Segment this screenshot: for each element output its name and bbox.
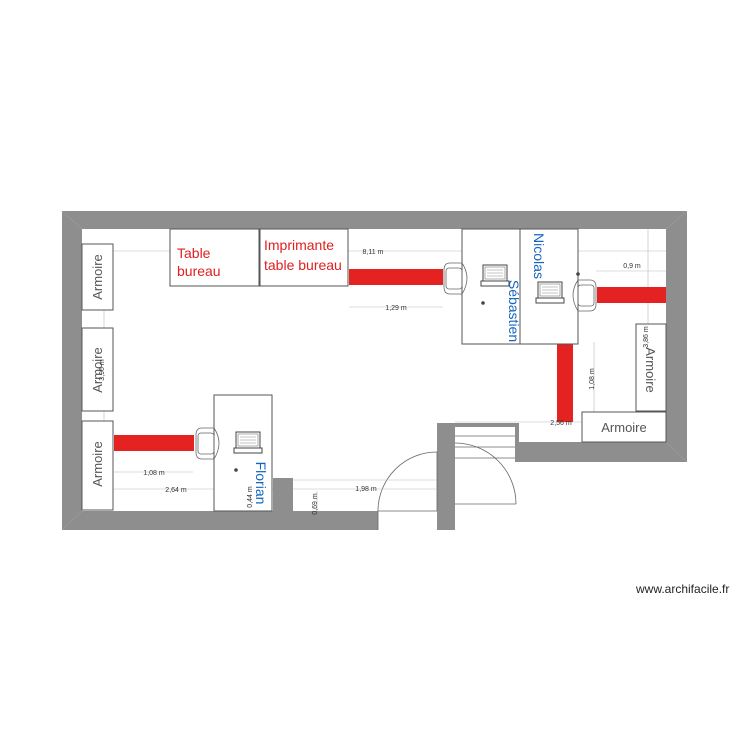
- table-bureau-label-line1: Table: [177, 245, 211, 261]
- dim-2-64: 2,64 m: [165, 487, 187, 494]
- dim-0-69: 0,69 m: [312, 493, 319, 515]
- door-leaf: [377, 510, 437, 530]
- wall-left: [62, 211, 82, 530]
- armoire-right-bottom: [581, 411, 667, 443]
- chairs: [195, 262, 597, 460]
- person-names: Sébastien Nicolas Florian: [253, 233, 547, 504]
- imprimante-label-line1: Imprimante: [264, 237, 334, 253]
- armoire-left-bot-label: Armoire: [90, 441, 105, 487]
- laptop-icon: [535, 281, 565, 304]
- name-sebastien: Sébastien: [506, 280, 522, 342]
- dim-2-56: 2,56 m: [550, 420, 572, 427]
- red-zone-left: [114, 435, 194, 451]
- armoire-right-bottom-label: Armoire: [601, 420, 647, 435]
- laptop-icon: [233, 431, 263, 454]
- armoire-left-bot: [81, 420, 114, 511]
- door-swing-arc-left: [377, 451, 438, 512]
- wall-step-side: [515, 423, 519, 462]
- dim-3-96: 3,96 m: [99, 359, 106, 381]
- armoire-right-side: [635, 323, 667, 412]
- dim-0-9: 0,9 m: [623, 263, 641, 270]
- top-tables: Table bureau Imprimante table bureau: [169, 228, 349, 287]
- red-zone-right: [597, 287, 666, 303]
- wall-right: [666, 211, 687, 462]
- dim-1-98: 1,98 m: [355, 486, 377, 493]
- dim-1-08-vertical: 1,08 m: [589, 368, 596, 390]
- chair-florian: [195, 427, 220, 460]
- wall-bottom-right: [515, 442, 687, 462]
- armoires: Armoire Armoire Armoire Armoire Armoire: [81, 243, 667, 511]
- dim-8-11: 8,11 m: [363, 249, 384, 256]
- imprimante-table: [259, 228, 349, 287]
- red-zones: [114, 269, 666, 451]
- dim-3-86: 3,86 m: [643, 326, 650, 348]
- armoire-right-side-label: Armoire: [643, 347, 658, 393]
- name-florian: Florian: [253, 462, 269, 505]
- dim-1-08-horizontal: 1,08 m: [143, 470, 165, 477]
- table-bureau-label-line2: bureau: [177, 263, 221, 279]
- watermark: www.archifacile.fr: [636, 582, 730, 596]
- phone-icon: [576, 272, 580, 276]
- red-zone-top: [349, 269, 443, 285]
- wall-column: [273, 478, 293, 530]
- name-nicolas: Nicolas: [531, 233, 547, 279]
- phone-icon: [234, 468, 238, 472]
- computers: [233, 264, 580, 472]
- phone-icon: [481, 301, 485, 305]
- red-zone-vertical: [557, 344, 573, 422]
- wall-step: [455, 423, 515, 427]
- armoire-left-mid-label: Armoire: [90, 347, 105, 393]
- door: [377, 435, 517, 530]
- armoire-left-top: [81, 243, 114, 311]
- wall-bottom-left: [62, 511, 273, 530]
- table-bureau: [169, 228, 260, 287]
- armoire-left-mid: [81, 327, 114, 412]
- chair-sebastien: [443, 262, 468, 295]
- armoire-left-top-label: Armoire: [90, 254, 105, 300]
- chair-nicolas: [572, 279, 597, 312]
- laptop-icon: [480, 264, 510, 287]
- dim-0-44: 0,44 m: [247, 486, 254, 508]
- dimension-labels: 8,11 m 0,9 m 1,29 m 3,86 m 1,08 m 2,56 m…: [99, 249, 650, 515]
- door-swing-arc-right: [454, 442, 517, 505]
- wall-bottom-mid: [293, 511, 378, 530]
- wall-top: [62, 211, 687, 229]
- dim-1-29: 1,29 m: [385, 305, 407, 312]
- imprimante-label-line2: table bureau: [264, 257, 342, 273]
- wall-door-jamb: [437, 423, 455, 530]
- walls: [62, 211, 687, 530]
